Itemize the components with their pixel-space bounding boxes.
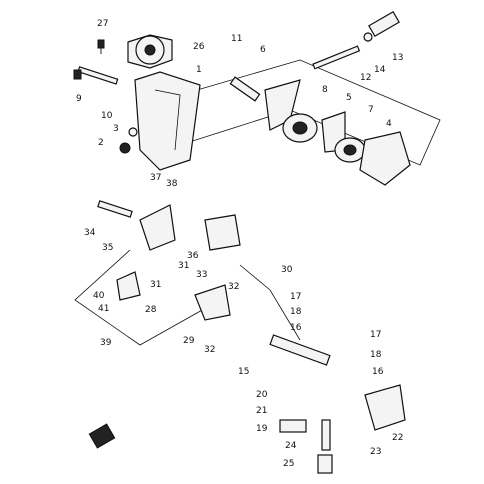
callout-2: 2 <box>98 138 104 148</box>
callout-32a: 32 <box>228 282 239 292</box>
part-7-collar <box>334 137 366 163</box>
callout-1: 1 <box>196 65 202 75</box>
part-36-block <box>204 214 241 251</box>
callout-10: 10 <box>101 111 113 121</box>
part-19-pad <box>279 419 307 433</box>
callout-31b: 31 <box>150 280 161 290</box>
callout-26: 26 <box>193 42 205 52</box>
callout-21: 21 <box>256 406 267 416</box>
callout-6: 6 <box>260 45 266 55</box>
callout-23: 23 <box>370 447 381 457</box>
callout-15: 15 <box>238 367 249 377</box>
callout-29: 29 <box>183 336 195 346</box>
callout-25: 25 <box>283 459 294 469</box>
callout-18a: 18 <box>290 307 302 317</box>
callout-4: 4 <box>386 119 392 129</box>
callout-5: 5 <box>346 93 352 103</box>
callout-3: 3 <box>113 124 119 134</box>
part-14-clip <box>363 32 373 42</box>
callout-7: 7 <box>368 105 374 115</box>
callout-40: 40 <box>93 291 105 301</box>
callout-41: 41 <box>98 304 109 314</box>
callout-38: 38 <box>166 179 178 189</box>
callout-33: 33 <box>196 270 207 280</box>
part-4-housing <box>359 131 411 186</box>
part-34-bolt <box>97 200 133 218</box>
part-9-bolt <box>73 66 119 85</box>
callout-32b: 32 <box>204 345 215 355</box>
part-35-arm <box>139 204 176 251</box>
callout-18b: 18 <box>370 350 382 360</box>
callout-31a: 31 <box>178 261 189 271</box>
part-11-rod <box>229 76 261 102</box>
callout-19: 19 <box>256 424 268 434</box>
callout-39: 39 <box>100 338 112 348</box>
callout-36: 36 <box>187 251 199 261</box>
part-2-nut <box>119 142 131 154</box>
callout-13: 13 <box>392 53 403 63</box>
part-13-connector <box>368 10 400 38</box>
part-25-sleeve <box>317 454 333 474</box>
callout-28: 28 <box>145 305 157 315</box>
part-22-block <box>364 384 406 431</box>
callout-34: 34 <box>84 228 96 238</box>
part-3-washer <box>128 127 138 137</box>
part-15-shaft <box>269 334 331 366</box>
callout-30: 30 <box>281 265 293 275</box>
part-24-threaded-rod <box>321 419 331 451</box>
part-1-bracket <box>134 71 201 171</box>
part-40-bracket <box>116 271 141 301</box>
callout-11: 11 <box>231 34 242 44</box>
callout-27: 27 <box>97 19 108 29</box>
part-27-screw <box>97 39 105 54</box>
callout-17b: 17 <box>370 330 381 340</box>
callout-24: 24 <box>285 441 297 451</box>
callout-9: 9 <box>76 94 82 104</box>
assembly-guide-lines <box>74 59 441 346</box>
callout-16b: 16 <box>372 367 384 377</box>
callout-35: 35 <box>102 243 113 253</box>
callout-labels: 1 2 3 4 5 6 7 8 9 10 11 12 13 14 15 16 1… <box>76 19 403 469</box>
callout-14: 14 <box>374 65 386 75</box>
callout-37: 37 <box>150 173 161 183</box>
part-28-lever <box>194 284 231 321</box>
callout-17a: 17 <box>290 292 301 302</box>
part-8-cam <box>282 113 318 143</box>
small-logo-box <box>88 423 116 449</box>
callout-8: 8 <box>322 85 328 95</box>
callout-16a: 16 <box>290 323 302 333</box>
callout-22: 22 <box>392 433 403 443</box>
part-12-rod <box>312 45 361 70</box>
part-26-mount <box>127 34 173 69</box>
callout-12: 12 <box>360 73 371 83</box>
callout-20: 20 <box>256 390 268 400</box>
